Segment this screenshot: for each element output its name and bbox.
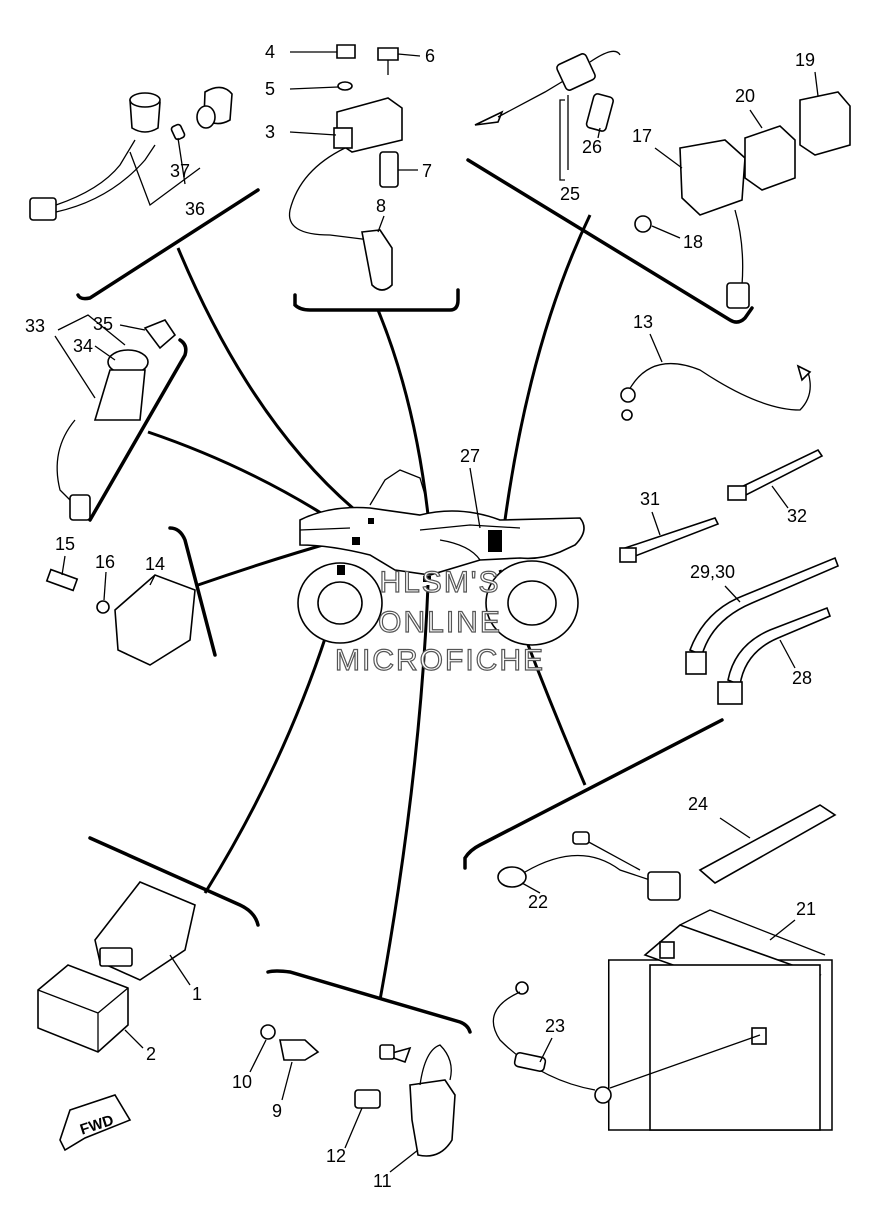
- fwd-arrow: [59, 1094, 132, 1152]
- rectifier-regulator: [45, 568, 196, 666]
- leader-line: [378, 584, 430, 1001]
- starter-relay: [744, 91, 851, 191]
- bracket-connector-group: [76, 188, 260, 301]
- bracket-ignition-coil-group: [293, 288, 460, 312]
- battery: [607, 909, 833, 1131]
- callout-22: 22: [528, 892, 548, 912]
- bracket-neutral-switch-group: [266, 969, 472, 1034]
- callout-16: 16: [95, 552, 115, 572]
- battery-band: [698, 804, 837, 884]
- bracket-cdi-group: [88, 836, 260, 927]
- callout-15: 15: [55, 534, 75, 554]
- callout-19: 19: [795, 50, 815, 70]
- main-switch: [56, 319, 177, 521]
- callout-33: 33: [25, 316, 45, 336]
- cable-tie-31: [623, 517, 720, 560]
- callout-37: 37: [170, 161, 190, 181]
- callout-28: 28: [792, 668, 812, 688]
- callout-24: 24: [688, 794, 708, 814]
- cable-tie-32: [733, 448, 824, 500]
- callout-26: 26: [582, 137, 602, 157]
- callout-1: 1: [192, 984, 202, 1004]
- callout-3: 3: [265, 122, 275, 142]
- cable-tie-28: [727, 606, 832, 687]
- cable-tie-31-head: [619, 547, 637, 563]
- relay-unit: [634, 139, 750, 309]
- callout-32: 32: [787, 506, 807, 526]
- bracket-main-switch-group: [88, 338, 188, 522]
- callout-36: 36: [185, 199, 205, 219]
- bracket-battery-group: [463, 718, 724, 870]
- callout-31: 31: [640, 489, 660, 509]
- callout-7: 7: [422, 161, 432, 181]
- callout-29-30: 29,30: [690, 562, 735, 582]
- callout-20: 20: [735, 86, 755, 106]
- watermark-line-2: ONLINE: [378, 606, 502, 639]
- cable-tie-32-head: [727, 485, 747, 501]
- watermark-line-1: HLSM'S: [379, 566, 500, 599]
- callout-14: 14: [145, 554, 165, 574]
- ignition-coil: [288, 44, 403, 291]
- callout-9: 9: [272, 1101, 282, 1121]
- callout-2: 2: [146, 1044, 156, 1064]
- thermo-sensor: [474, 50, 621, 132]
- callout-27: 27: [460, 446, 480, 466]
- callout-10: 10: [232, 1072, 252, 1092]
- leader-line: [376, 309, 430, 516]
- callout-13: 13: [633, 312, 653, 332]
- cable-tie-29-30: [688, 556, 840, 657]
- callout-12: 12: [326, 1146, 346, 1166]
- cdi-unit: [37, 881, 196, 1053]
- bracket-rectifier-group: [168, 526, 217, 657]
- wire-harness-connector: [29, 86, 233, 221]
- battery-lead-23: [492, 981, 761, 1104]
- callout-25: 25: [560, 184, 580, 204]
- leader-line: [176, 247, 356, 512]
- callout-34: 34: [73, 336, 93, 356]
- wire-harness-lead: [620, 362, 812, 421]
- callout-17: 17: [632, 126, 652, 146]
- cable-tie-29-30-head: [685, 651, 707, 675]
- callout-leaders: [54, 51, 819, 1173]
- watermark-line-3: MICROFICHE: [335, 644, 545, 677]
- callout-21: 21: [796, 899, 816, 919]
- callout-6: 6: [425, 46, 435, 66]
- callout-4: 4: [265, 42, 275, 62]
- callout-35: 35: [93, 314, 113, 334]
- callout-5: 5: [265, 79, 275, 99]
- callout-18: 18: [683, 232, 703, 252]
- callout-8: 8: [376, 196, 386, 216]
- bracket-relay-group: [466, 158, 754, 324]
- neutral-switch: [260, 1024, 456, 1157]
- atv-overview: [297, 469, 585, 646]
- callout-23: 23: [545, 1016, 565, 1036]
- callout-11: 11: [373, 1171, 392, 1191]
- leader-line: [503, 214, 592, 521]
- cable-tie-28-head: [717, 681, 743, 705]
- battery-lead-22: [497, 831, 681, 901]
